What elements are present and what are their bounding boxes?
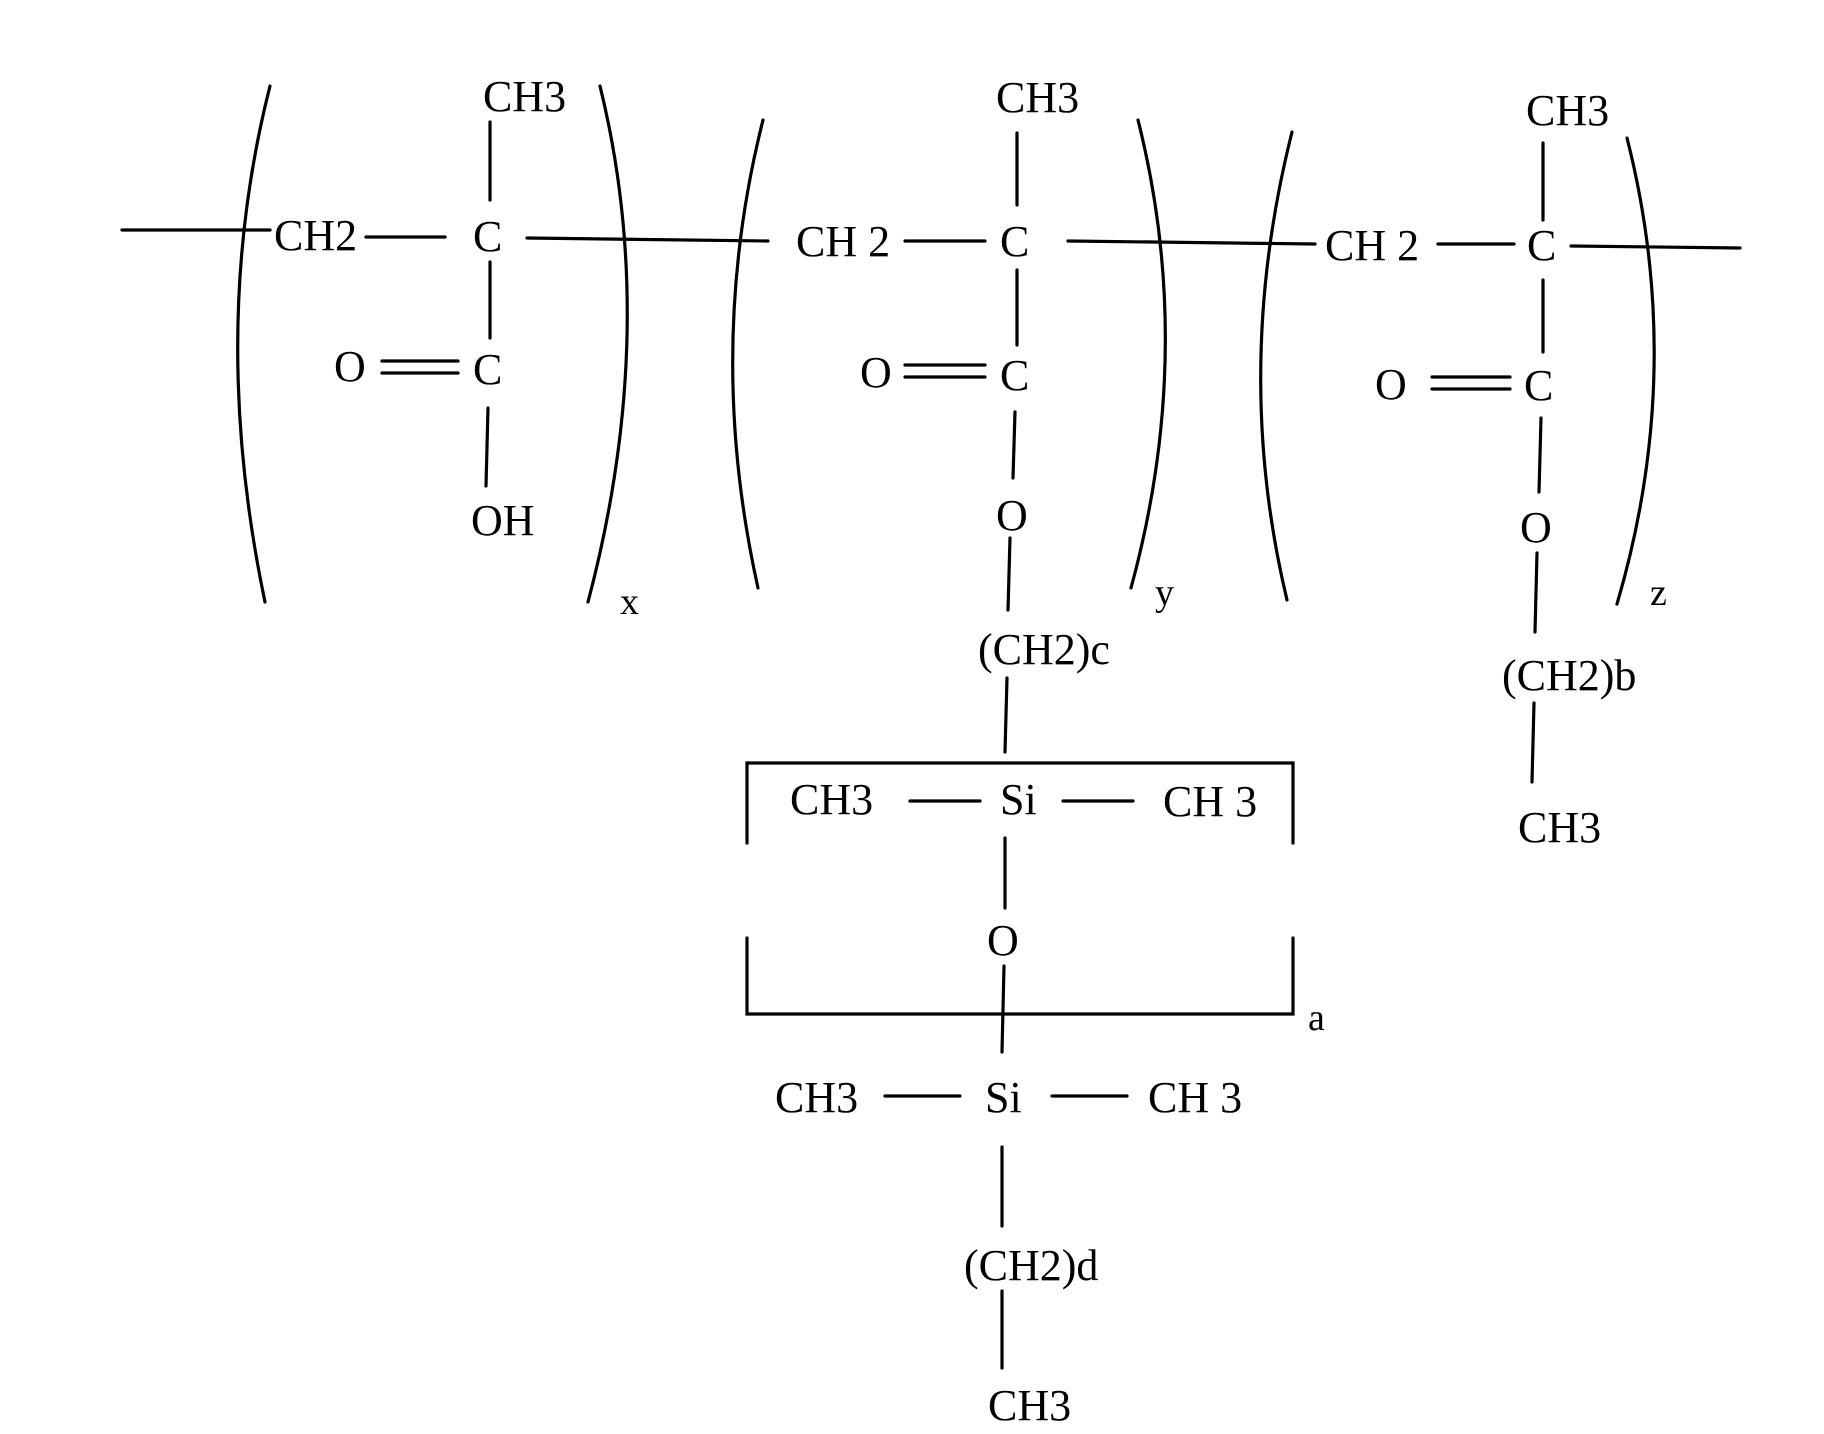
atom-si-term-ch3-right: CH 3 [1148, 1073, 1242, 1122]
atom-z-c-carbonyl: C [1524, 361, 1553, 410]
atom-z-o-double: O [1375, 360, 1407, 409]
bond-y-c-o [1013, 412, 1015, 478]
atom-si-repeat: Si [1000, 775, 1037, 824]
atom-y-ch2: CH 2 [796, 217, 890, 266]
backbone-bond-right-end [1571, 246, 1740, 248]
bond-z-ch2b-ch3 [1532, 703, 1534, 782]
atom-z-end-ch3: CH3 [1518, 803, 1601, 852]
atom-x-c: C [473, 212, 502, 261]
paren-z-right [1617, 138, 1654, 604]
group-ch2d: (CH2)d [964, 1241, 1098, 1290]
atom-x-oh: OH [471, 496, 535, 545]
paren-y-left [733, 120, 763, 588]
atom-z-o-ester: O [1520, 503, 1552, 552]
atom-si-term: Si [985, 1073, 1022, 1122]
atom-end-ch3-d: CH3 [988, 1381, 1071, 1430]
backbone-bond-x-to-y [527, 238, 768, 241]
atom-z-ch2: CH 2 [1325, 221, 1419, 270]
paren-z-left [1261, 132, 1292, 600]
bond-x-oh [486, 408, 488, 486]
atom-z-ch3: CH3 [1526, 86, 1609, 135]
atom-si-repeat-ch3-left: CH3 [790, 775, 873, 824]
paren-y-right [1131, 120, 1165, 588]
backbone-bond-y-to-z [1068, 241, 1315, 244]
atom-y-c-carbonyl: C [1000, 351, 1029, 400]
atom-y-ch3: CH3 [996, 73, 1079, 122]
atom-z-c: C [1527, 221, 1556, 270]
bond-y-ch2c-si [1005, 678, 1007, 752]
bond-y-o-ch2c [1008, 538, 1010, 610]
atom-x-c-carbonyl: C [473, 345, 502, 394]
paren-x-left [238, 86, 270, 602]
atom-si-repeat-o: O [987, 916, 1019, 965]
atom-y-c: C [1000, 217, 1029, 266]
index-a: a [1308, 997, 1325, 1039]
group-y-ch2c: (CH2)c [978, 625, 1110, 674]
atom-y-o-double: O [860, 348, 892, 397]
atom-x-o-double: O [334, 342, 366, 391]
atom-x-ch2: CH2 [274, 211, 357, 260]
index-y: y [1155, 572, 1174, 614]
bond-o-term-si [1002, 966, 1004, 1052]
paren-x-right [588, 86, 627, 602]
bracket-a-bottom [747, 938, 1293, 1014]
index-x: x [620, 581, 639, 623]
atom-si-repeat-ch3-right: CH 3 [1163, 777, 1257, 826]
atom-y-o-ester: O [996, 491, 1028, 540]
index-z: z [1650, 572, 1667, 614]
bond-z-c-o [1539, 418, 1541, 492]
atom-x-ch3: CH3 [483, 72, 566, 121]
bond-z-o-ch2b [1535, 553, 1537, 632]
group-z-ch2b: (CH2)b [1502, 651, 1636, 700]
atom-si-term-ch3-left: CH3 [775, 1073, 858, 1122]
